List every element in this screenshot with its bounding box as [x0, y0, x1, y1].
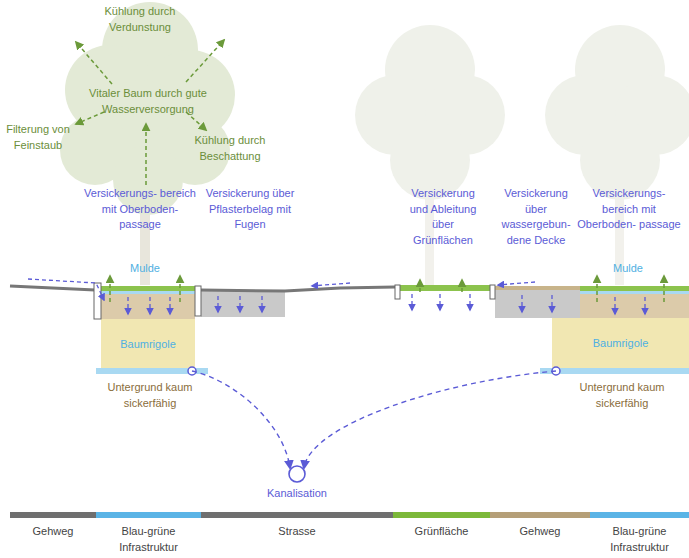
annotation-label: Vitaler Baum durch gute Wasserversorgung — [78, 86, 218, 117]
zone-label: Strasse — [251, 524, 343, 540]
node-label: Baumrigole — [593, 336, 649, 350]
zone-bar — [96, 512, 201, 518]
annotation-label: Versickerungs- bereich mit Oberboden- pa… — [574, 186, 684, 233]
zone-bar — [590, 512, 689, 518]
annotation-label: Mulde — [598, 261, 658, 277]
zone-label: Gehweg — [494, 524, 586, 540]
annotation-label: Untergrund kaum sickerfähig — [95, 380, 205, 411]
annotation-label: Filterung von Feinstaub — [2, 122, 74, 153]
zone-bar — [393, 512, 490, 518]
zone-label: Grünfläche — [396, 524, 488, 540]
zone-label: Blau-grüne Infrastruktur — [594, 524, 686, 556]
annotation-label: Versickerung über Pflasterbelag mit Fuge… — [200, 186, 300, 233]
annotation-label: Versickerung über wassergebun- dene Deck… — [498, 186, 574, 248]
drain-connector — [304, 371, 556, 468]
zone-band: Blau-grüne Infrastruktur — [590, 512, 689, 556]
zone-band: Strasse — [201, 512, 393, 540]
zone-label: Gehweg — [12, 524, 94, 540]
drain-connector — [192, 371, 290, 468]
tree-right-faded — [355, 25, 689, 285]
node-label: Baumrigole — [120, 337, 176, 351]
trench-box: Baumrigole — [552, 319, 689, 368]
zone-band: Grünfläche — [393, 512, 490, 540]
annotation-label: Mulde — [115, 261, 175, 277]
zone-bar — [201, 512, 393, 518]
annotation-label: Versickerungs- bereich mit Oberboden- pa… — [83, 186, 197, 233]
trench-box: Baumrigole — [101, 320, 195, 368]
annotation-label: Kühlung durch Beschattung — [189, 133, 271, 164]
annotation-label: Versickerung und Ableitung über Grünfläc… — [402, 186, 484, 248]
zone-label: Blau-grüne Infrastruktur — [103, 524, 195, 556]
zone-bar — [490, 512, 590, 518]
zone-band: Gehweg — [490, 512, 590, 540]
sewer-node: Kanalisation — [262, 464, 332, 500]
zone-band: Blau-grüne Infrastruktur — [96, 512, 201, 556]
zone-bar — [10, 512, 96, 518]
annotation-label: Untergrund kaum sickerfähig — [567, 380, 677, 411]
zone-band: Gehweg — [10, 512, 96, 540]
annotation-label: Kühlung durch Verdunstung — [90, 4, 190, 35]
node-label: Kanalisation — [262, 486, 332, 500]
sewer-circle — [287, 464, 307, 484]
